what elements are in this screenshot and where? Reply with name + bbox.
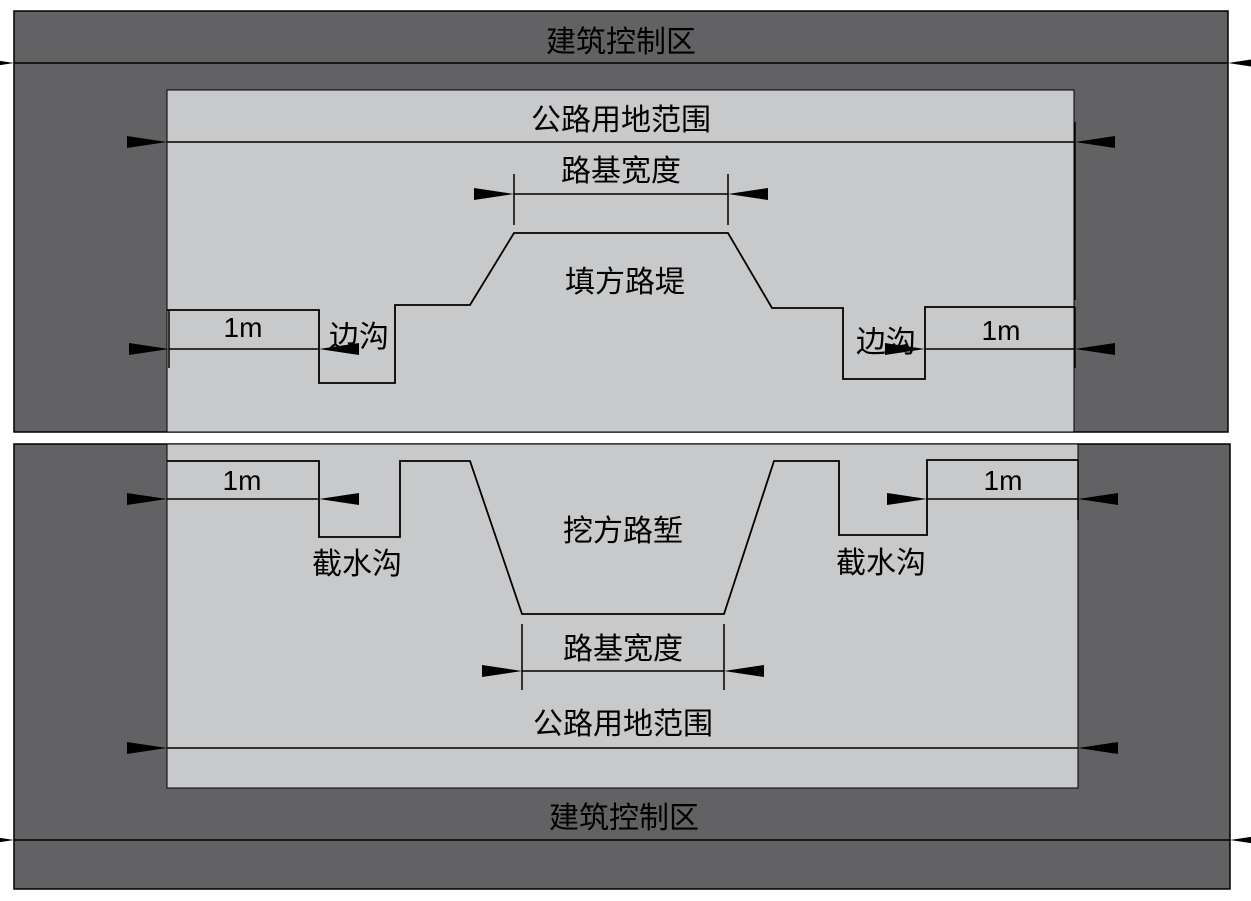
cutting-control-zone-label: 建筑控制区	[549, 801, 699, 836]
cutting-body-label: 挖方路堑	[563, 514, 683, 549]
cutting-offset-left-label: 1m	[223, 465, 262, 496]
cutting-land-label: 公路用地范围	[533, 707, 713, 742]
cutting-panel: 挖方路堑 截水沟 截水沟 1m 1m 路基宽度 公路用地范围 建筑控制区	[0, 443, 1251, 890]
embankment-offset-left-label: 1m	[224, 312, 263, 343]
embankment-body-label: 填方路堤	[565, 265, 685, 300]
embankment-control-zone-label: 建筑控制区	[546, 25, 696, 60]
cutting-roadbed-width-label: 路基宽度	[563, 632, 683, 667]
embankment-roadbed-width-label: 路基宽度	[561, 154, 681, 189]
embankment-ditch-right-label: 边沟	[856, 325, 916, 360]
cutting-ditch-right-label: 截水沟	[836, 546, 926, 581]
embankment-offset-right-label: 1m	[982, 315, 1021, 346]
embankment-panel: 建筑控制区 公路用地范围 路基宽度 填方路堤 边沟 边沟 1m 1m	[0, 10, 1251, 433]
cutting-ditch-left-label: 截水沟	[312, 547, 402, 582]
embankment-profile-line	[167, 232, 1075, 384]
cutting-offset-right-label: 1m	[984, 465, 1023, 496]
embankment-land-label: 公路用地范围	[531, 103, 711, 138]
cutting-profile-line	[167, 459, 1078, 615]
embankment-ditch-left-label: 边沟	[329, 320, 389, 355]
